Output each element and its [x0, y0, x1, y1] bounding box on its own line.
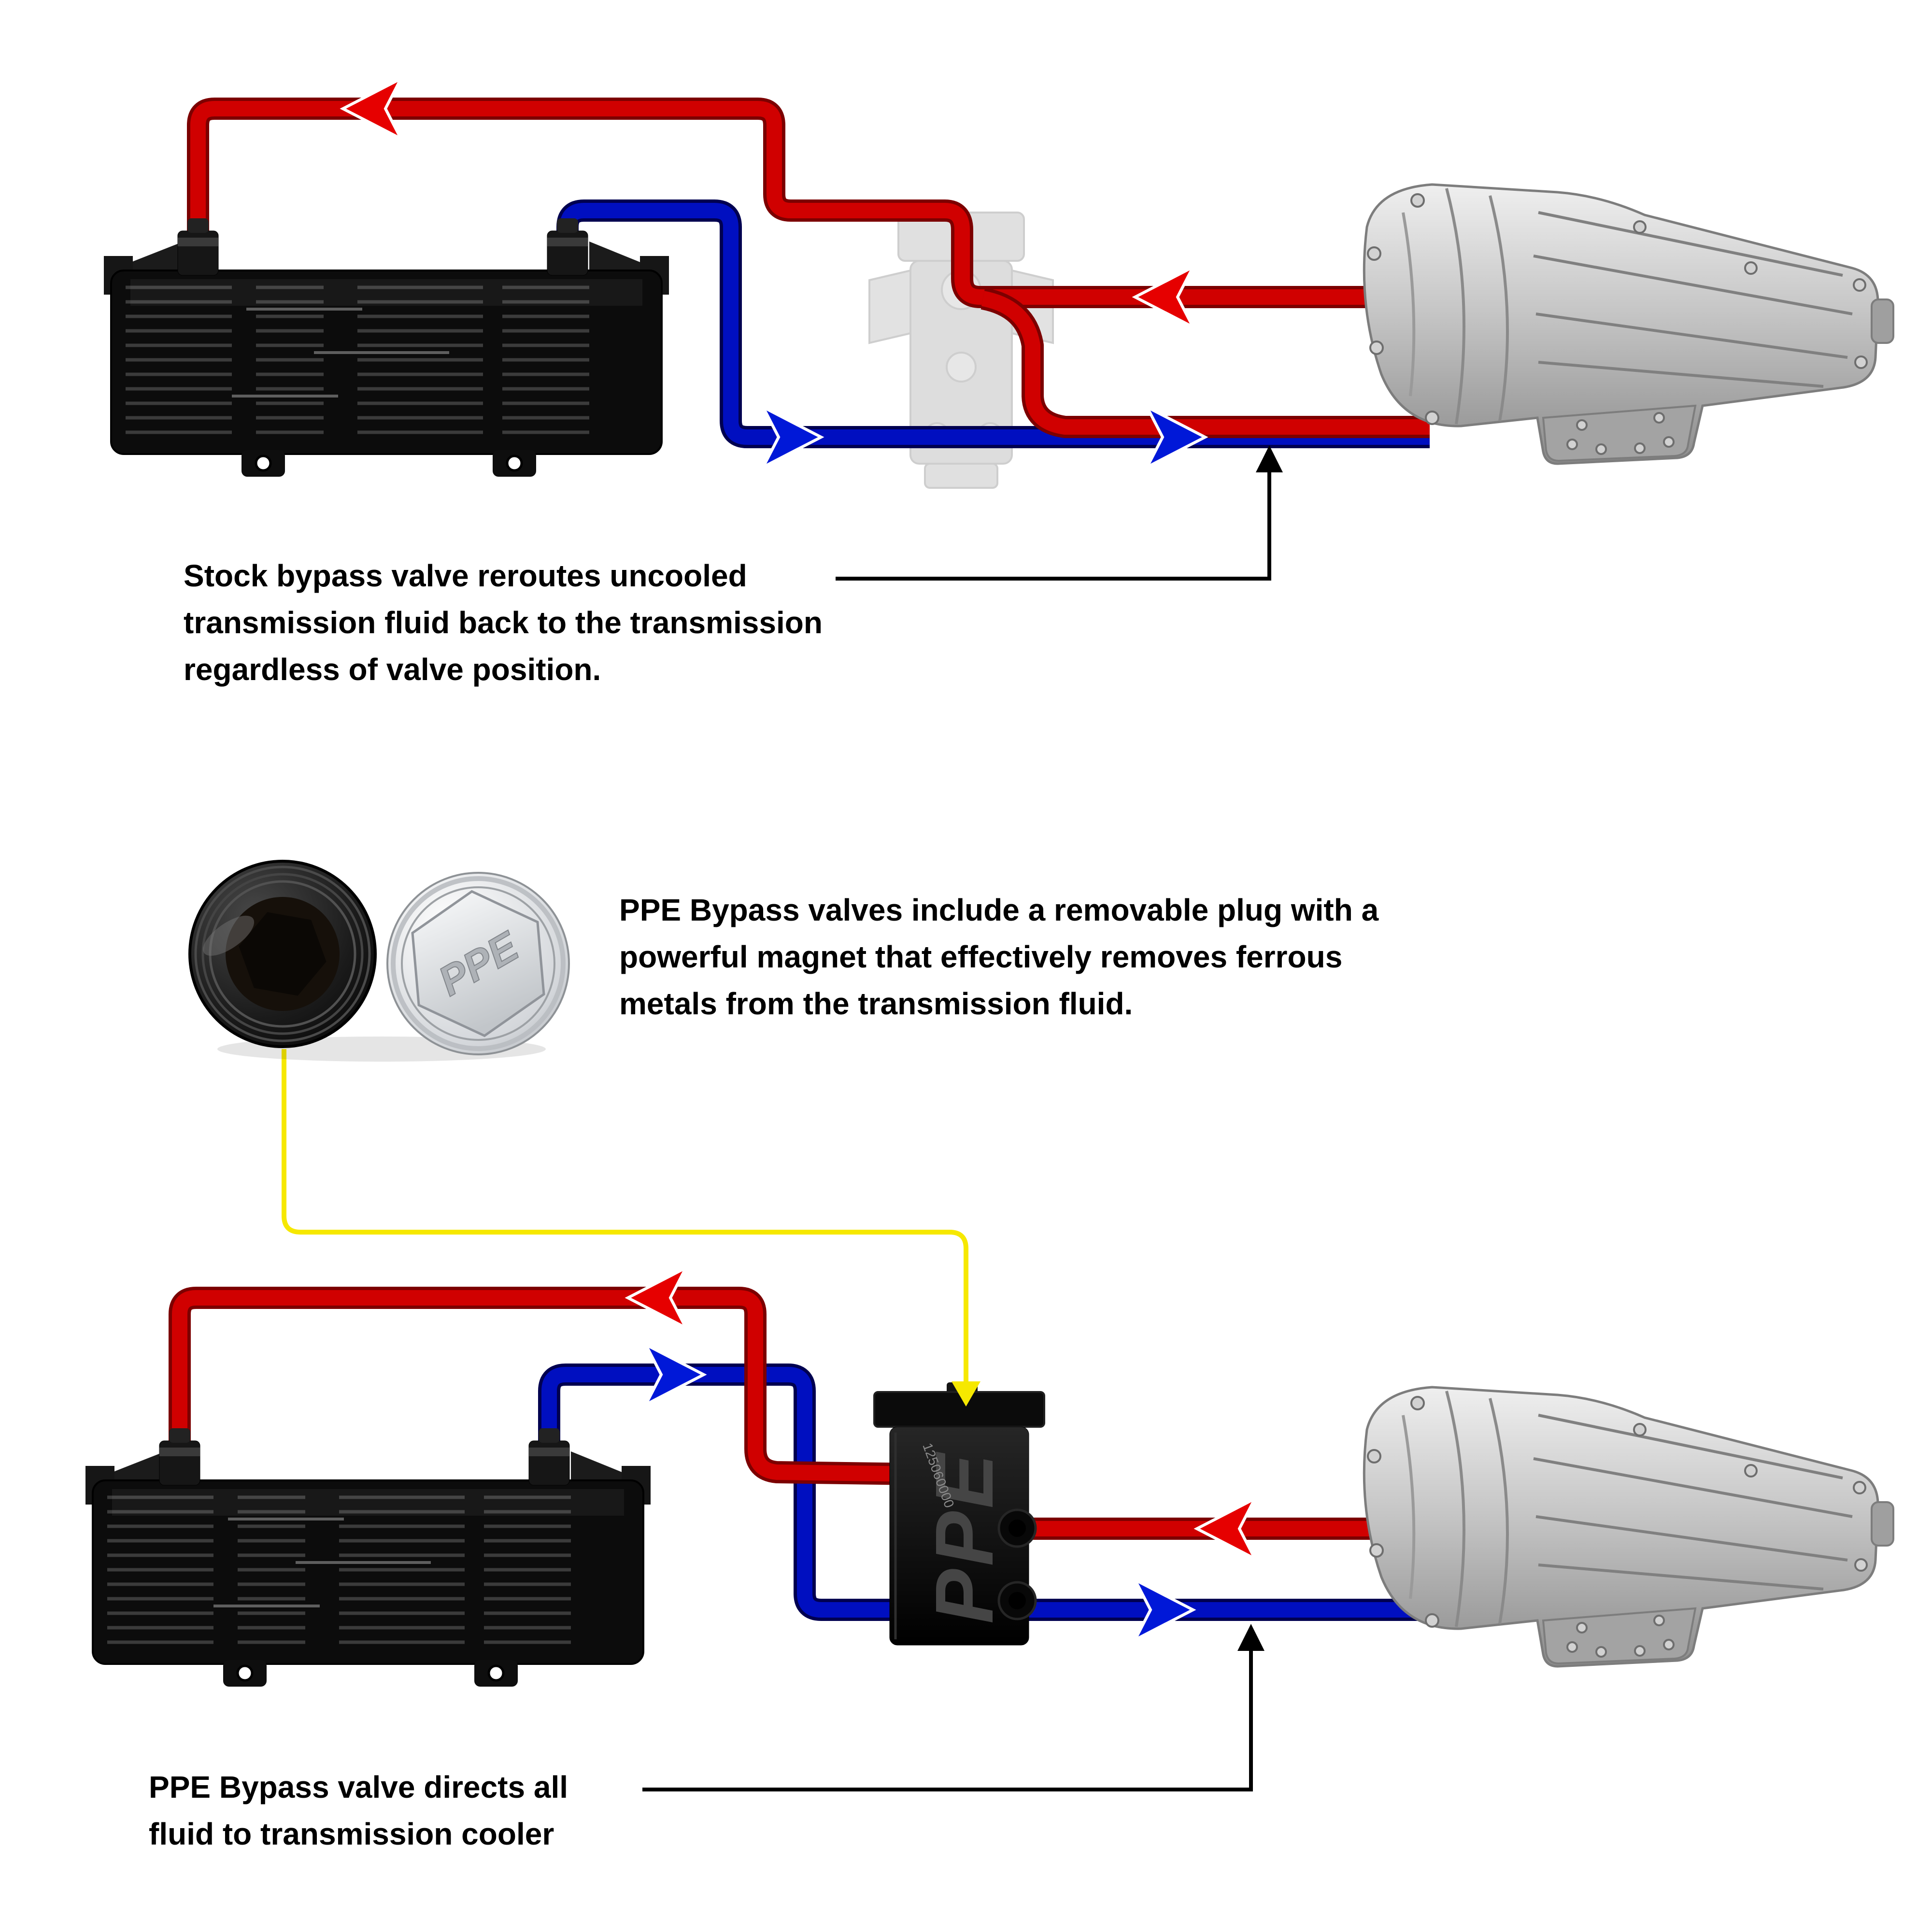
hot-flow-arrow-left-icon: [340, 75, 404, 142]
callout-arrow-up-icon: [1237, 1624, 1264, 1651]
ppe-callout-line: [642, 1624, 1264, 1791]
annotation-line: PPE Bypass valves include a removable pl…: [619, 893, 1379, 927]
transmission-cooler-bottom: [85, 1428, 651, 1687]
transmission-top: [1364, 185, 1893, 464]
annotation-line: metals from the transmission fluid.: [619, 986, 1133, 1021]
annotation-line: powerful magnet that effectively removes…: [619, 939, 1343, 974]
ppe-bypass-valve: PPE 125060000: [873, 1382, 1045, 1646]
annotation-line: PPE Bypass valve directs all: [149, 1770, 568, 1804]
callout-arrow-up-icon: [1256, 445, 1283, 472]
transmission-cooler-top: [104, 218, 669, 477]
ppe-silver-plug: PPE: [386, 872, 570, 1055]
transmission-bottom: [1364, 1387, 1893, 1666]
magnet-plug-pointer: [282, 1049, 980, 1406]
magnet-drain-plug: [188, 860, 377, 1048]
hot-line-top: [187, 98, 1430, 438]
annotation-line: regardless of valve position.: [184, 652, 601, 687]
ppe-valve-annotation: PPE Bypass valve directs all fluid to tr…: [149, 1764, 568, 1858]
magnet-pointer-arrow-icon: [952, 1381, 980, 1406]
flow-arrows: [340, 75, 1258, 1643]
cold-line-top: [556, 199, 1430, 448]
magnet-plug-annotation: PPE Bypass valves include a removable pl…: [619, 887, 1378, 1027]
hot-flow-arrow-left-icon: [625, 1264, 689, 1331]
ppe-valve-logo: PPE: [919, 1451, 1010, 1624]
cold-flow-arrow-right-icon: [1132, 1577, 1196, 1643]
cold-flow-arrow-right-icon: [642, 1341, 707, 1408]
annotation-line: Stock bypass valve reroutes uncooled: [184, 558, 747, 593]
hot-flow-arrow-left-icon: [1193, 1495, 1258, 1562]
hot-flow-arrow-left-icon: [1132, 264, 1196, 330]
cold-flow-arrow-right-icon: [760, 404, 824, 470]
annotation-line: transmission fluid back to the transmiss…: [184, 605, 823, 640]
stock-callout-line: [836, 445, 1283, 581]
stock-bypass-annotation: Stock bypass valve reroutes uncooled tra…: [184, 553, 823, 693]
cold-flow-arrow-right-icon: [1144, 404, 1208, 470]
stock-bypass-valve: [868, 212, 1054, 489]
cold-line-bottom: [538, 1364, 1430, 1621]
annotation-line: fluid to transmission cooler: [149, 1817, 554, 1851]
